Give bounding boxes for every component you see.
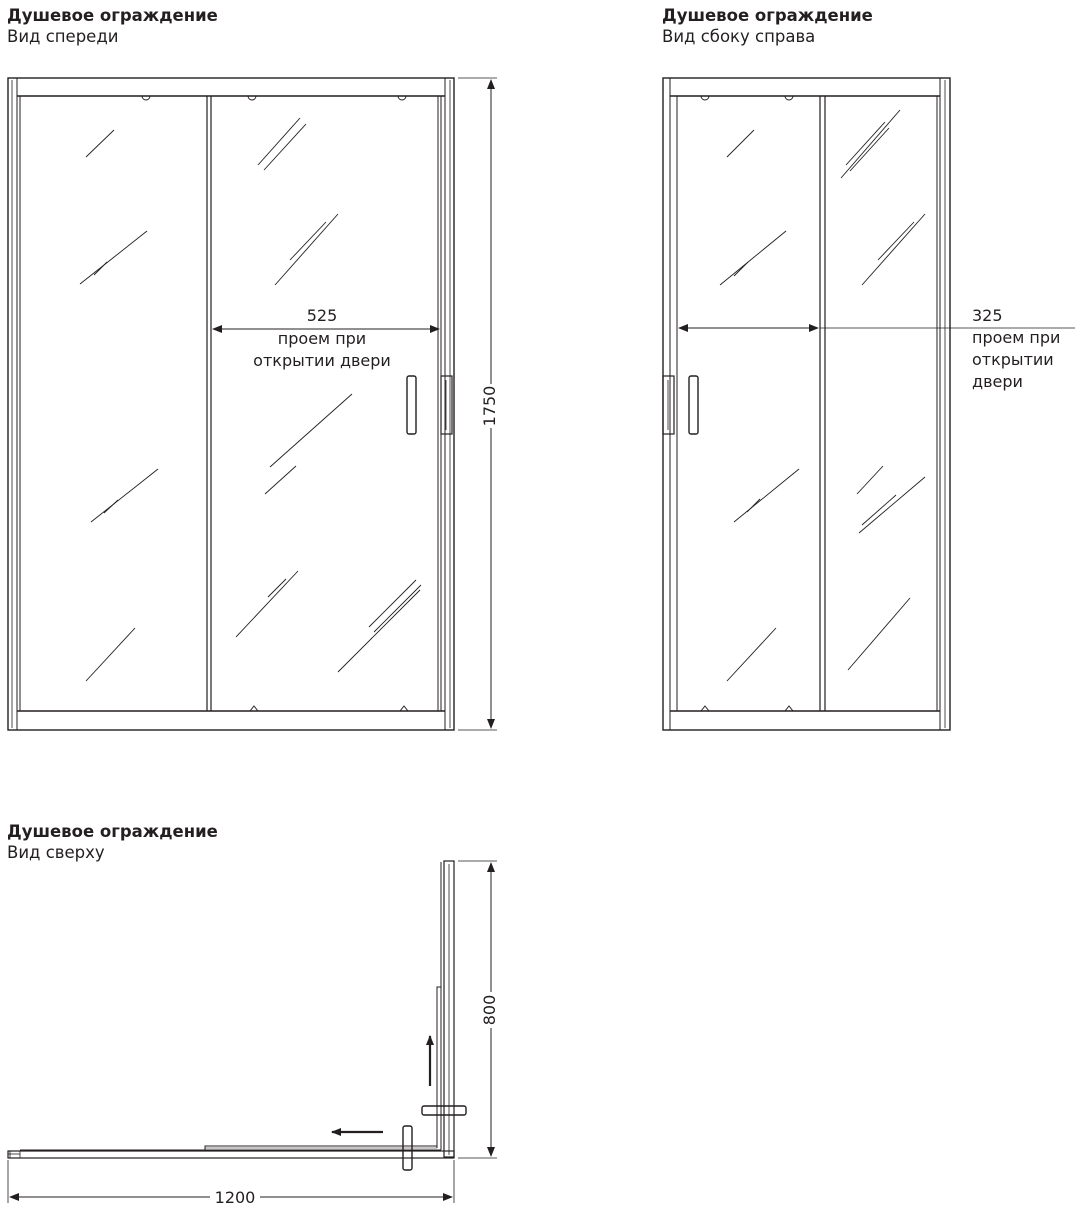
side-opening-line2: открытии [972, 350, 1054, 369]
front-outer-frame [7, 77, 455, 731]
side-door-handle [688, 375, 699, 435]
front-view-caption: Душевое ограждение Вид спереди [7, 5, 218, 47]
top-depth-label: 800 [479, 992, 501, 1028]
top-view-subtitle: Вид сверху [7, 843, 105, 862]
top-front-handle [402, 1125, 413, 1171]
front-opening-label: 525 [252, 305, 392, 327]
front-inner-frame [16, 77, 446, 731]
front-height-label: 1750 [479, 384, 501, 428]
top-width-value: 1200 [214, 1188, 256, 1207]
front-view-subtitle: Вид спереди [7, 27, 119, 46]
front-wall-handle [440, 375, 453, 435]
side-view-caption: Душевое ограждение Вид сбоку справа [662, 5, 873, 47]
front-door-glass-reflections [235, 117, 422, 673]
side-fixed-glass-reflections [840, 109, 926, 671]
front-door-handle [406, 375, 417, 435]
front-opening-value: 525 [306, 306, 338, 325]
side-opening-line3: двери [972, 372, 1023, 391]
top-depth-value: 800 [480, 994, 499, 1026]
front-opening-line2: открытии двери [253, 351, 391, 370]
front-opening-line1: проем при [277, 329, 367, 348]
front-fixed-panel [19, 95, 208, 712]
side-opening-line1: проем при [972, 328, 1061, 347]
front-opening-text: проем при открытии двери [242, 328, 402, 372]
side-door-glass-reflections [719, 129, 800, 682]
top-view-drawing [7, 860, 497, 1203]
side-fixed-panel [824, 95, 938, 712]
top-view-caption: Душевое ограждение Вид сверху [7, 821, 218, 863]
front-height-value: 1750 [480, 385, 499, 427]
side-opening-label: 325 проем при открытии двери [972, 305, 1060, 393]
top-width-label: 1200 [210, 1187, 260, 1209]
side-opening-value: 325 [972, 306, 1003, 325]
front-fixed-glass-reflections [79, 129, 159, 682]
side-view-title: Душевое ограждение [662, 6, 873, 25]
top-right-wall-profile [443, 860, 455, 1158]
top-view-title: Душевое ограждение [7, 822, 218, 841]
side-view-subtitle: Вид сбоку справа [662, 27, 816, 46]
side-wall-handle [662, 375, 675, 435]
top-bottom-wall-profile [7, 1150, 455, 1159]
front-view-title: Душевое ограждение [7, 6, 218, 25]
front-sliding-door [210, 95, 439, 712]
side-view-drawing [662, 77, 1075, 731]
front-view-drawing [7, 77, 497, 731]
side-outer-frame [662, 77, 951, 731]
top-side-handle [421, 1105, 467, 1116]
